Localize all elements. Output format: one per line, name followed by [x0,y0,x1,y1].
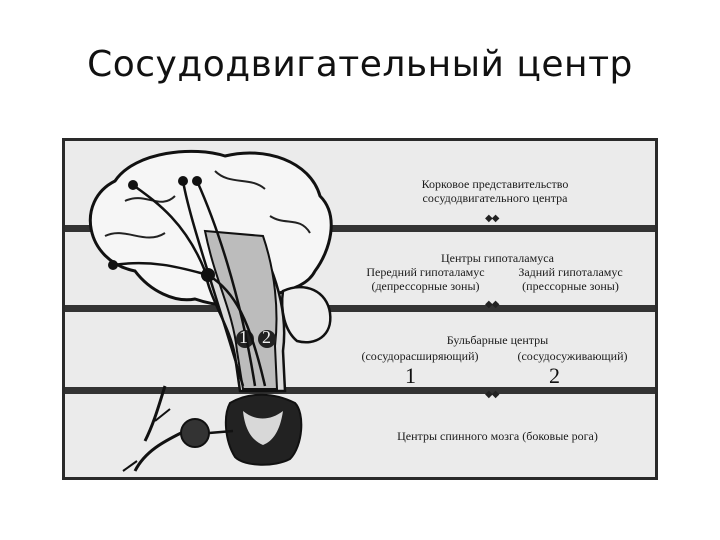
slide-title: Сосудодвигательный центр [87,44,633,85]
cortex-label-line1: Корковое представительство [421,177,569,191]
cortex-label-line2: сосудодвигательного центра [422,191,568,205]
bulbar-number-1: 1 [405,363,416,388]
depressor-zones-label: (депрессорные зоны) [371,279,480,293]
bulbar-number-2: 2 [549,363,560,388]
band-cortex-bottom [65,225,655,232]
anterior-hypothalamus-label: Передний гипоталамус [366,265,485,279]
posterior-hypothalamus-label: Задний гипоталамус [518,265,623,279]
band-bulbar-bottom [65,387,655,394]
medulla-marker-2: 2 [262,327,271,347]
sympathetic-ganglion [180,418,210,448]
bulbar-center-2 [258,330,276,348]
bulbar-down-arrows: ◆◆ [485,389,499,400]
vasomotor-center-diagram: 1 2 Корковое представительство сосудодви… [62,138,658,480]
brain-illustration [88,149,333,472]
vasodilator-center-label: (сосудорасширяющий) [361,349,479,363]
pressor-zones-label: (прессорные зоны) [522,279,619,293]
hypothalamus-title: Центры гипоталамуса [440,251,554,265]
bulbar-title: Бульбарные центры [446,333,549,347]
peripheral-nerve [133,431,182,472]
hypothalamus-down-arrows: ◆◆ [485,299,499,310]
spinal-centers-label: Центры спинного мозга (боковые рога) [397,429,598,443]
band-hypothalamus-bottom [65,305,655,312]
cortex-down-arrows: ◆◆ [485,213,499,224]
cerebellum-outline [280,285,332,344]
vasoconstrictor-center-label: (сосудосуживающий) [517,349,628,363]
medulla-marker-1: 1 [239,327,248,347]
